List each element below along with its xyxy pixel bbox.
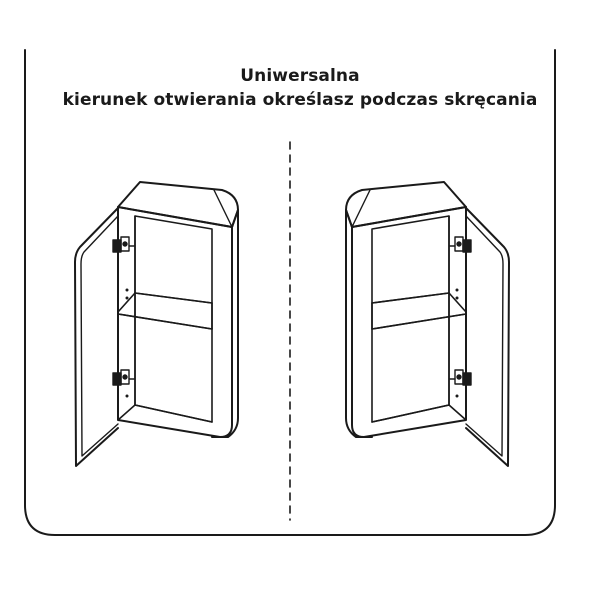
cabinet-right-hinge-bottom bbox=[449, 369, 472, 386]
cabinet-left-hinge-bottom bbox=[112, 369, 135, 386]
cabinet-right-side bbox=[345, 209, 373, 438]
cabinet-right-hinge-top bbox=[449, 236, 472, 253]
cabinet-left-hinge-top bbox=[112, 236, 135, 253]
cabinet-left-top bbox=[117, 181, 239, 228]
cabinet-right-door bbox=[465, 207, 510, 467]
cabinet-left-frame bbox=[117, 206, 233, 438]
title-line-1: Uniwersalna bbox=[240, 66, 360, 86]
cabinet-right bbox=[345, 181, 510, 467]
cabinet-right-top bbox=[345, 181, 467, 228]
title-line-2: kierunek otwierania określasz podczas sk… bbox=[62, 90, 538, 110]
cabinet-left-door bbox=[74, 207, 119, 467]
frame-border bbox=[24, 49, 556, 536]
cabinet-left-shelf bbox=[117, 292, 213, 330]
cabinet-right-shelf bbox=[371, 292, 467, 330]
cabinet-left bbox=[74, 181, 239, 467]
cabinet-left-side bbox=[211, 209, 239, 438]
cabinet-right-frame bbox=[351, 206, 467, 438]
